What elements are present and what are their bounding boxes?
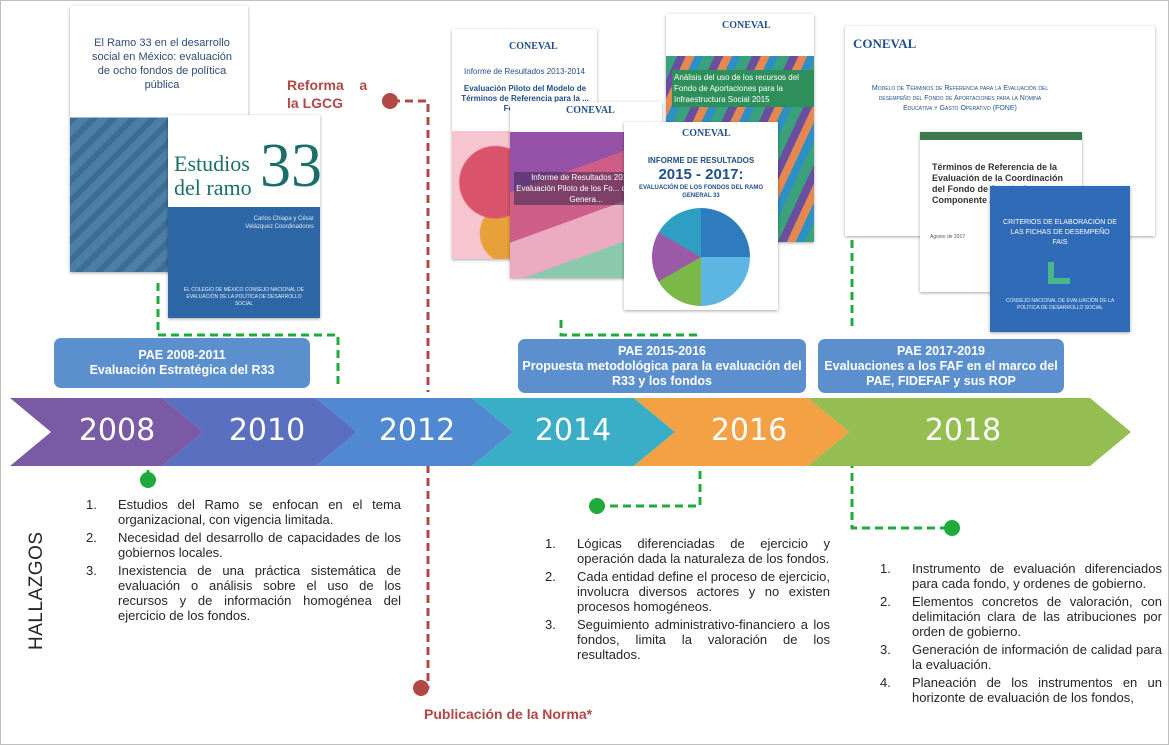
list-item: 1.Instrumento de evaluación diferenciado… (880, 561, 1162, 591)
pae-box-2017-2019: PAE 2017-2019 Evaluaciones a los FAF en … (818, 339, 1064, 393)
estudios-number: 33 (260, 132, 320, 200)
cover-ramo33-title: El Ramo 33 en el desarrollo social en Mé… (91, 37, 233, 91)
chevron-2014 (472, 398, 675, 466)
list-item: 3.Seguimiento administrativo-financiero … (545, 617, 830, 662)
coneval-logo: CONEVAL (722, 20, 771, 31)
cover-informe-2015-2017: CONEVAL INFORME DE RESULTADOS 2015 - 201… (624, 122, 778, 310)
chevron-2016 (634, 398, 849, 466)
terminos-date: Agosto de 2017 (930, 234, 966, 240)
year-2010: 2010 (228, 413, 306, 448)
coneval-logo: CONEVAL (682, 128, 731, 139)
estudios-word: Estudios (174, 151, 250, 176)
modelo-title: Modelo de Términos de Referencia para la… (871, 85, 1049, 112)
cover-criterios-fais: CRITERIOS DE ELABORACIÓN DE LAS FICHAS D… (990, 186, 1130, 332)
analisis-title: Análisis del uso de los recursos del Fon… (672, 70, 814, 107)
informe-1517-years: 2015 - 2017: (658, 166, 744, 183)
informe-1517-subtitle: EVALUACIÓN DE LOS FONDOS DEL RAMO GENERA… (638, 185, 764, 199)
coneval-logo: CONEVAL (566, 105, 615, 116)
pae-box-2015-2016: PAE 2015-2016 Propuesta metodológica par… (518, 339, 806, 393)
chevron-2008 (10, 398, 203, 466)
chevron-2018 (808, 398, 1131, 466)
dot-reforma (382, 93, 398, 109)
list-item: 4.Planeación de los instrumentos en un h… (880, 675, 1162, 705)
estudios-authors: Carlos Chiapa y César Velázquez Coordina… (245, 216, 314, 230)
connector-books-2014 (559, 320, 700, 337)
list-item: 3.Inexistencia de una práctica sistemáti… (86, 563, 401, 623)
pae-box-2008-2011: PAE 2008-2011 Evaluación Estratégica del… (54, 338, 310, 388)
year-2008: 2008 (78, 413, 156, 448)
terminos-band (920, 132, 1082, 140)
year-2014: 2014 (534, 413, 612, 448)
criterios-title: CRITERIOS DE ELABORACIÓN DE LAS FICHAS D… (1003, 219, 1117, 246)
chevron-2010 (162, 398, 357, 466)
estudios-publisher: EL COLEGIO DE MÉXICO CONSEJO NACIONAL DE… (183, 287, 305, 307)
list-item: 3.Generación de información de calidad p… (880, 642, 1162, 672)
criterios-logo-icon (1048, 262, 1070, 284)
chevron-2012 (316, 398, 513, 466)
informe-1517-globe (652, 208, 750, 306)
connector-2018-b (850, 460, 952, 530)
dot-2008 (140, 472, 156, 488)
estudios-ramo-word: del ramo (174, 175, 252, 200)
criterios-footer: CONSEJO NACIONAL DE EVALUACIÓN DE LA POL… (1005, 298, 1115, 311)
findings-2014: 1.Lógicas diferenciadas de ejercicio y o… (545, 536, 830, 665)
year-2012: 2012 (378, 413, 456, 448)
annotation-publicacion-norma: Publicación de la Norma* (424, 706, 593, 722)
year-2018: 2018 (924, 413, 1002, 448)
cover-estudios-ramo33: Estudios del ramo 33 Carlos Chiapa y Cés… (168, 115, 320, 318)
annotation-reforma-lgcg: Reforma a la LGCG (287, 77, 372, 111)
dot-2014 (589, 498, 605, 514)
list-item: 2.Cada entidad define el proceso de ejer… (545, 569, 830, 614)
connector-pae-2008 (156, 283, 340, 385)
list-item: 1.Lógicas diferenciadas de ejercicio y o… (545, 536, 830, 566)
side-label-hallazgos: HALLAZGOS (26, 531, 47, 650)
criterios-panel (990, 186, 1130, 332)
year-2016: 2016 (710, 413, 788, 448)
coneval-logo: CONEVAL (509, 41, 558, 52)
estudios-blue-band (168, 207, 320, 318)
connector-2014 (597, 465, 702, 508)
list-item: 2.Necesidad del desarrollo de capacidade… (86, 530, 401, 560)
dot-2018 (944, 520, 960, 536)
findings-2018: 1.Instrumento de evaluación diferenciado… (880, 561, 1162, 708)
list-item: 2.Elementos concretos de valoración, con… (880, 594, 1162, 639)
dot-norma (413, 680, 429, 696)
coneval-logo: CONEVAL (853, 36, 917, 51)
findings-2008: 1.Estudios del Ramo se enfocan en el tem… (86, 497, 401, 626)
informe-1314-title: Informe de Resultados 2013-2014 (464, 67, 585, 76)
informe-1517-heading: INFORME DE RESULTADOS (647, 156, 755, 165)
list-item: 1.Estudios del Ramo se enfocan en el tem… (86, 497, 401, 527)
